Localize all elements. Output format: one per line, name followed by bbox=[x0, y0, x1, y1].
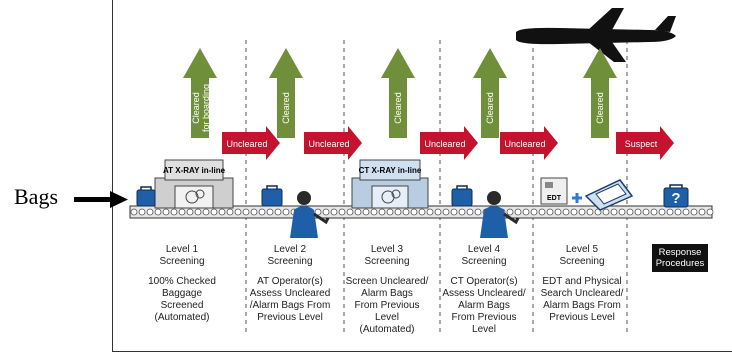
at-xray-label: AT X-RAY in-line bbox=[163, 166, 226, 175]
bag-icon bbox=[261, 188, 283, 207]
level-block: Level 1 Screening 100% Checked Baggage Sc… bbox=[140, 244, 224, 324]
at-operator-icon bbox=[290, 191, 330, 238]
ct-operator-icon bbox=[480, 191, 520, 238]
level-title: Level 5 Screening bbox=[559, 244, 605, 267]
cleared-arrow: Cleared bbox=[381, 48, 415, 138]
edt-device: EDT bbox=[540, 177, 582, 205]
flow-arrow: Uncleared bbox=[500, 126, 558, 160]
cleared-label: Clearedfor boarding bbox=[191, 84, 211, 132]
level-block: Level 4 Screening CT Operator(s) Assess U… bbox=[442, 244, 526, 336]
cleared-arrow: Cleared bbox=[473, 48, 507, 138]
cleared-label: Cleared bbox=[393, 92, 403, 124]
cleared-arrow: Clearedfor boarding bbox=[183, 48, 217, 138]
level-description: CT Operator(s) Assess Uncleared/ Alarm B… bbox=[442, 276, 526, 335]
flow-arrow: Suspect bbox=[616, 126, 674, 160]
flow-arrow: Uncleared bbox=[304, 126, 362, 160]
level-description: Screen Uncleared/ Alarm Bags From Previo… bbox=[345, 276, 429, 335]
level-description: AT Operator(s) Assess Uncleared /Alarm B… bbox=[249, 276, 331, 323]
cleared-arrows: Clearedfor boarding Cleared Cleared Cleared… bbox=[183, 48, 617, 138]
level-title: Level 2 Screening bbox=[267, 244, 313, 267]
flow-label: Uncleared bbox=[504, 139, 545, 149]
conveyor-belt bbox=[129, 205, 714, 219]
edt-label: EDT bbox=[547, 195, 562, 202]
cleared-arrow: Cleared bbox=[583, 48, 617, 138]
level-title: Level 4 Screening bbox=[461, 244, 507, 267]
dividers bbox=[245, 40, 628, 335]
ct-xray-machine: CT X-RAY in-line bbox=[351, 159, 429, 209]
response-procedures-box: Response Procedures bbox=[652, 244, 708, 272]
bag-icon bbox=[451, 188, 473, 207]
level-block: Level 2 Screening AT Operator(s) Assess U… bbox=[248, 244, 332, 324]
unknown-bag-mark: ? bbox=[671, 190, 680, 207]
flow-label: Uncleared bbox=[308, 139, 349, 149]
at-xray-machine: AT X-RAY in-line bbox=[154, 159, 234, 209]
level-title: Level 3 Screening bbox=[364, 244, 410, 267]
ct-xray-label: CT X-RAY in-line bbox=[359, 166, 422, 175]
flow-label: Uncleared bbox=[226, 139, 267, 149]
level-title: Level 1 Screening bbox=[159, 244, 205, 267]
bags-label: Bags bbox=[14, 184, 58, 209]
cleared-label: Cleared bbox=[281, 92, 291, 124]
bag-icon bbox=[663, 187, 689, 208]
flow-label: Uncleared bbox=[424, 139, 465, 149]
flow-arrow: Uncleared bbox=[420, 126, 478, 160]
cleared-label: Cleared bbox=[485, 92, 495, 124]
diagram-frame bbox=[112, 0, 732, 352]
flow-arrow: Uncleared bbox=[222, 126, 280, 160]
bag-icon bbox=[136, 189, 156, 207]
flow-label: Suspect bbox=[625, 139, 658, 149]
level-description: 100% Checked Baggage Screened (Automated… bbox=[148, 276, 216, 323]
bags bbox=[136, 187, 689, 208]
open-suitcase-icon bbox=[584, 179, 634, 211]
cleared-label: Cleared bbox=[595, 92, 605, 124]
bags-arrow bbox=[74, 191, 128, 208]
airplane-icon bbox=[516, 8, 676, 62]
cleared-arrow: Cleared bbox=[269, 48, 303, 138]
flow-arrows: Uncleared Uncleared Uncleared Uncleared Susp… bbox=[222, 126, 674, 160]
level-description: EDT and Physical Search Uncleared/ Alarm… bbox=[540, 276, 624, 323]
